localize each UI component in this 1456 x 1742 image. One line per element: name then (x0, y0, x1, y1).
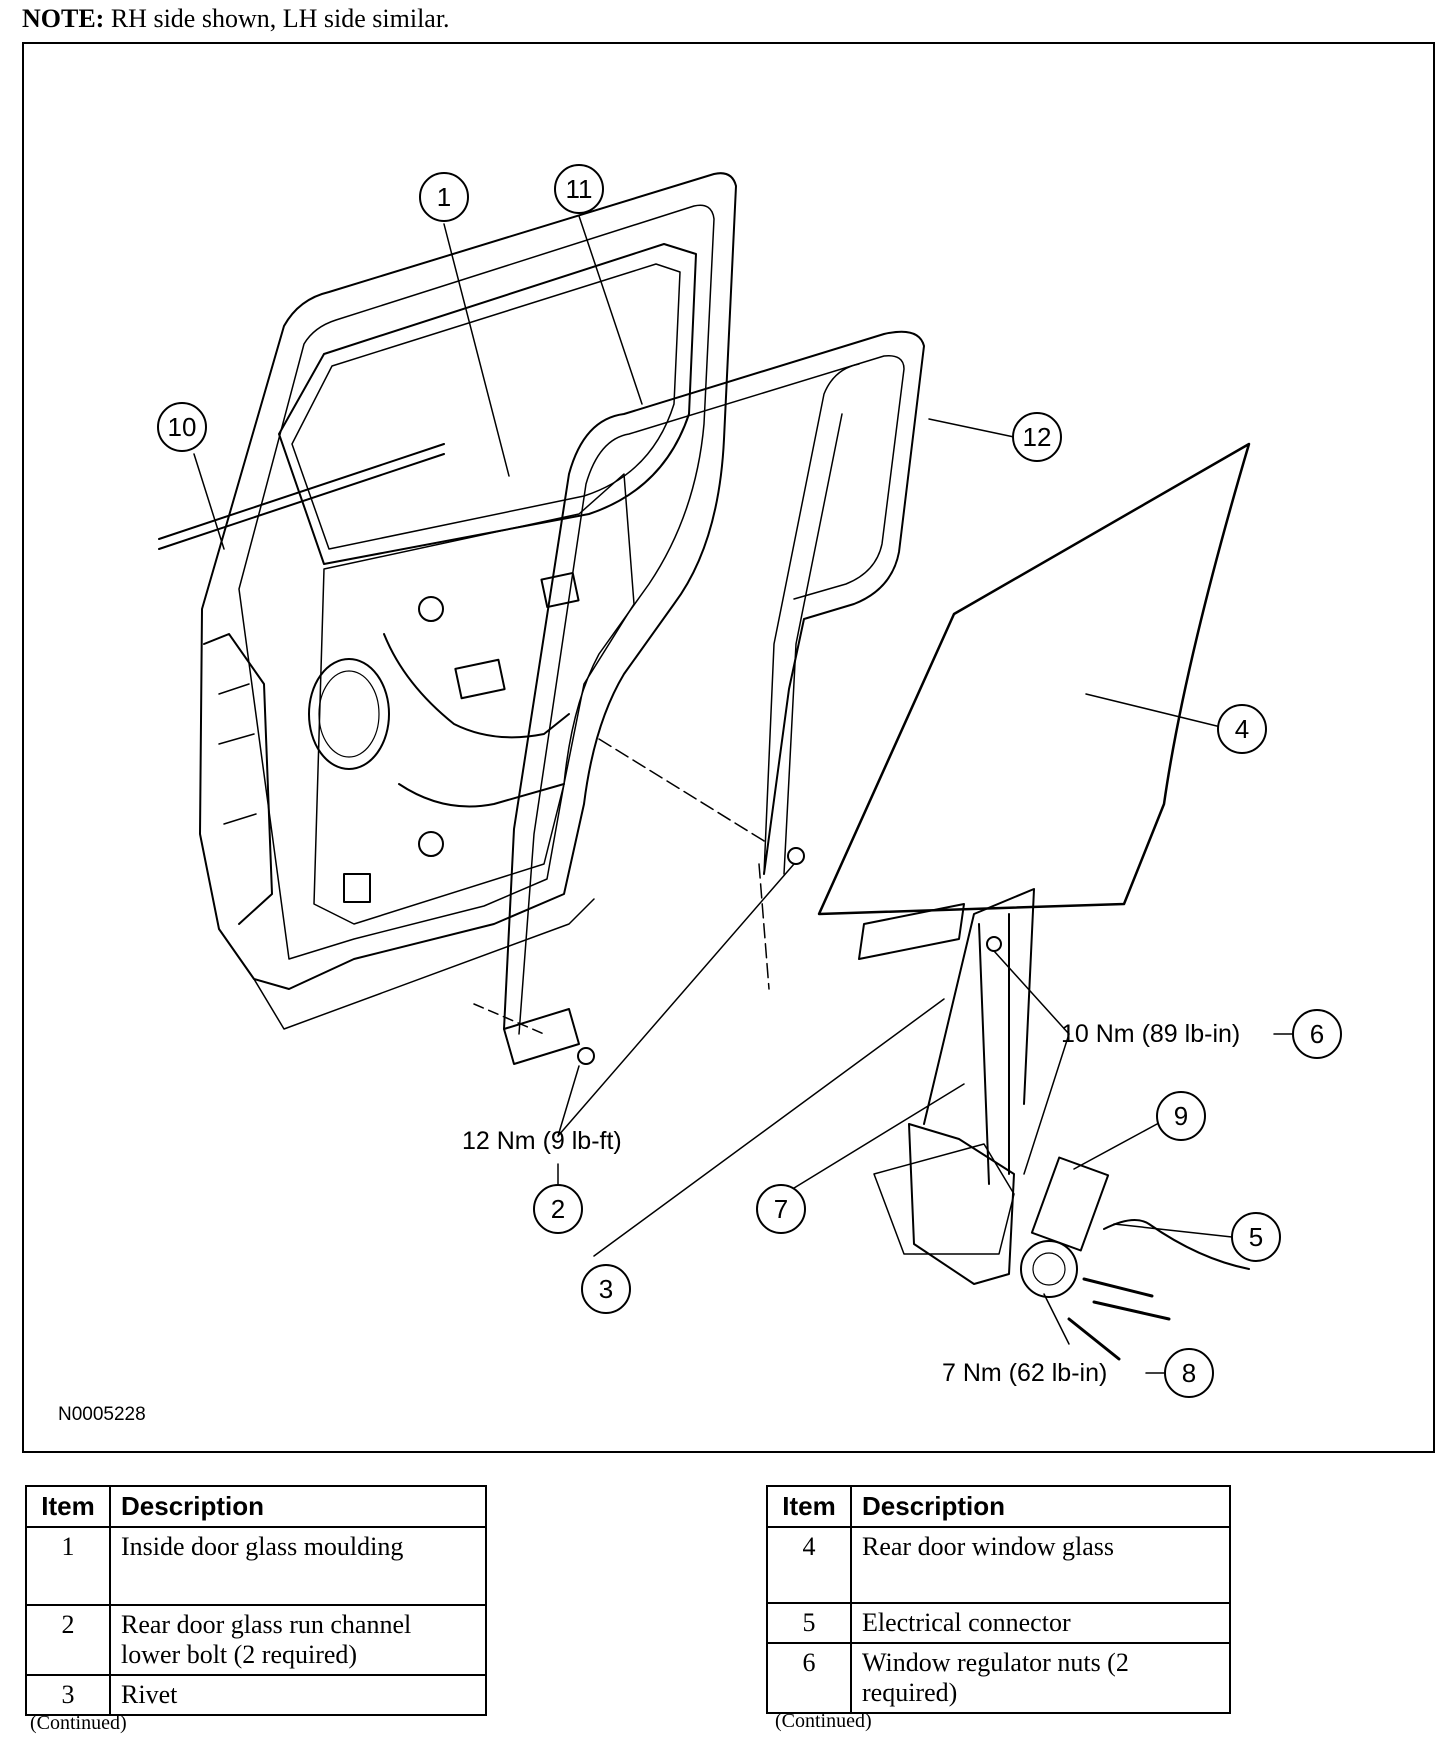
item-table-right: Item Description 4 Rear door window glas… (766, 1485, 1231, 1714)
window-regulator (873, 888, 1250, 1361)
table-header-row: Item Description (25, 1485, 487, 1528)
leader-lines (193, 215, 1293, 1374)
torque-label-6: 10 Nm (89 lb-in) (1061, 1020, 1240, 1048)
header-item: Item (25, 1485, 111, 1528)
torque-label-8: 7 Nm (62 lb-in) (942, 1359, 1107, 1387)
callout-3: 3 (599, 1274, 613, 1304)
note: NOTE: RH side shown, LH side similar. (22, 4, 450, 34)
rear-run-channel (763, 363, 860, 875)
figure-id: N0005228 (58, 1404, 146, 1425)
item-description: Inside door glass moulding (109, 1526, 487, 1606)
callout-2: 2 (551, 1194, 565, 1224)
header-description: Description (109, 1485, 487, 1528)
torque-label-2: 12 Nm (9 lb-ft) (462, 1127, 622, 1155)
header-description: Description (850, 1485, 1231, 1528)
item-number: 4 (766, 1526, 852, 1604)
table-row: 6 Window regulator nuts (2 required) (766, 1642, 1231, 1714)
item-number: 2 (25, 1604, 111, 1676)
continued-right: (Continued) (775, 1710, 872, 1732)
item-description: Rear door window glass (850, 1526, 1231, 1604)
header-item: Item (766, 1485, 852, 1528)
callout-6: 6 (1310, 1019, 1324, 1049)
item-description: Electrical connector (850, 1602, 1231, 1644)
table-row: 2 Rear door glass run channel lower bolt… (25, 1604, 487, 1676)
item-description: Window regulator nuts (2 required) (850, 1642, 1231, 1714)
callout-12: 12 (1023, 422, 1052, 452)
note-text: RH side shown, LH side similar. (104, 4, 450, 33)
continued-left: (Continued) (30, 1712, 127, 1734)
exploded-view-figure: 1 11 10 12 4 6 9 5 2 7 3 8 12 Nm (9 lb-f… (22, 42, 1435, 1453)
callout-9: 9 (1174, 1101, 1188, 1131)
item-number: 5 (766, 1602, 852, 1644)
table-header-row: Item Description (766, 1485, 1231, 1528)
callout-8: 8 (1182, 1358, 1196, 1388)
outer-moulding-strip (158, 443, 445, 550)
callout-11: 11 (566, 174, 593, 204)
table-row: 1 Inside door glass moulding (25, 1526, 487, 1606)
item-description: Rivet (109, 1674, 487, 1716)
item-table-left: Item Description 1 Inside door glass mou… (25, 1485, 487, 1716)
glass-run-channel (503, 330, 925, 1065)
callout-5: 5 (1249, 1222, 1263, 1252)
callout-4: 4 (1235, 714, 1249, 744)
item-description: Rear door glass run channel lower bolt (… (109, 1604, 487, 1676)
door-diagram: 1 11 10 12 4 6 9 5 2 7 3 8 12 Nm (9 lb-f… (157, 164, 1342, 1398)
table-row: 5 Electrical connector (766, 1602, 1231, 1644)
callout-10: 10 (168, 412, 197, 442)
item-number: 1 (25, 1526, 111, 1606)
note-label: NOTE: (22, 4, 105, 33)
item-number: 6 (766, 1642, 852, 1714)
rear-door-window-glass (817, 442, 1251, 916)
table-row: 3 Rivet (25, 1674, 487, 1716)
item-number: 3 (25, 1674, 111, 1716)
table-row: 4 Rear door window glass (766, 1526, 1231, 1604)
callout-1: 1 (437, 182, 451, 212)
door-shell (199, 172, 737, 1030)
callout-7: 7 (774, 1194, 788, 1224)
